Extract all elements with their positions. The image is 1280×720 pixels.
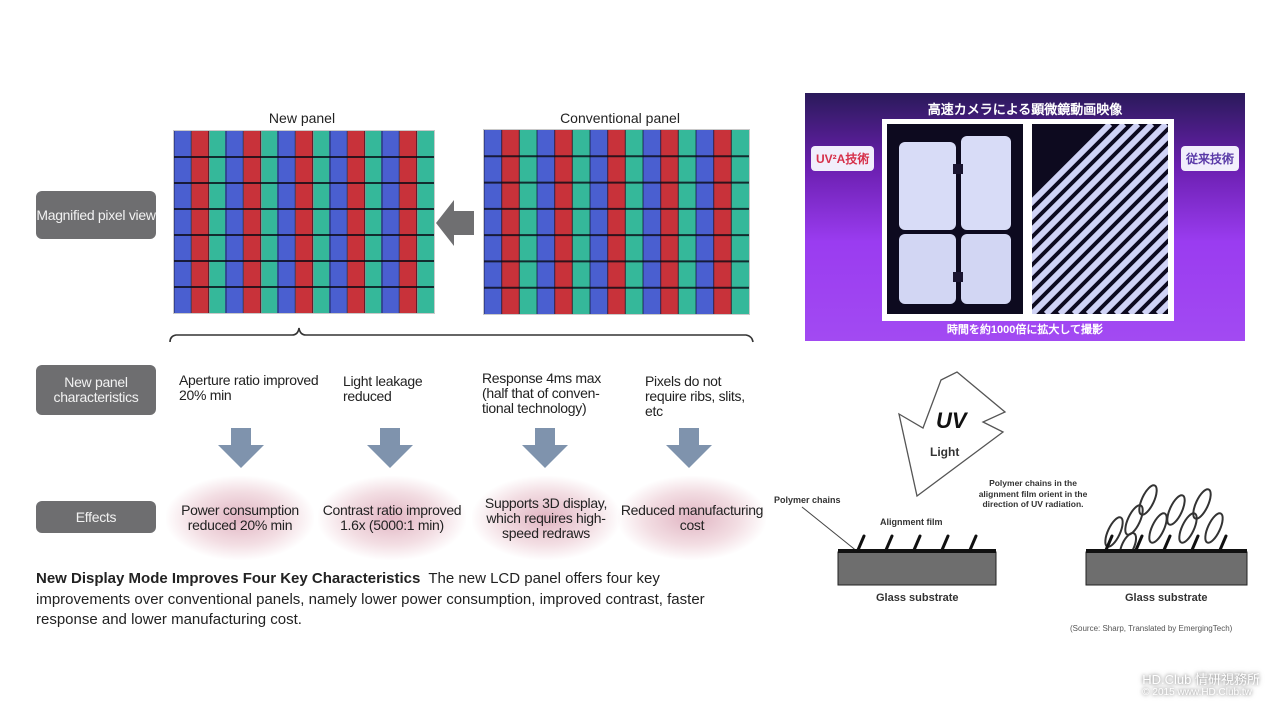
disclination-stripe	[1085, 229, 1168, 314]
subpixel-column	[696, 130, 715, 314]
alignment-film-label: Alignment film	[880, 517, 943, 527]
effect-3: Supports 3D display, which requires high…	[472, 476, 620, 560]
watermark: HD.Club 情研視務所 © 2015 www.HD.Club.tw	[1142, 673, 1260, 699]
subpixel-column	[572, 130, 591, 314]
conventional-pixel-image	[1032, 124, 1168, 314]
orient-note: Polymer chains in the alignment film ori…	[978, 478, 1088, 509]
disclination-stripe	[1032, 124, 1155, 249]
subpixel-column	[537, 130, 556, 314]
subpixel-column	[660, 130, 679, 314]
glass-substrate-right	[1085, 484, 1248, 586]
down-arrow-icon	[522, 428, 568, 468]
polymer-chains-pointer	[801, 506, 859, 553]
watermark-line2: © 2015 www.HD.Club.tw	[1142, 687, 1252, 698]
disclination-stripe	[1032, 124, 1127, 221]
subpixel-column	[277, 131, 296, 313]
watermark-line1: HD.Club 情研視務所	[1142, 672, 1260, 687]
uv-label: UV	[936, 408, 967, 433]
effect-2: Contrast ratio improved 1.6x (5000:1 min…	[318, 476, 466, 560]
left-arrow-icon	[436, 200, 474, 246]
down-arrow-icon	[666, 428, 712, 468]
subpixel-column	[713, 130, 732, 314]
down-arrow-icon	[367, 428, 413, 468]
subpixel-column	[484, 130, 503, 314]
tag-uv2a: UV²A技術	[811, 146, 875, 171]
disclination-stripe	[1127, 271, 1168, 314]
brace	[169, 327, 754, 343]
disclination-stripe	[1099, 243, 1168, 314]
disclination-stripe	[1032, 131, 1168, 277]
photo-subtitle: 時間を約1000倍に拡大して撮影	[946, 324, 1104, 336]
subpixel-column	[174, 131, 192, 313]
new-panel-pixel-image	[173, 130, 435, 314]
source-credit: (Source: Sharp, Translated by EmergingTe…	[1070, 624, 1233, 633]
disclination-stripe	[1043, 187, 1168, 314]
conventional-panel-pixel-image	[483, 129, 750, 315]
caption-body: The new LCD panel offers four key improv…	[36, 570, 705, 628]
disclination-stripe	[1113, 257, 1168, 314]
subpixel-column	[590, 130, 609, 314]
subpixel-column	[501, 130, 520, 314]
label-new-panel-characteristics: New panel characteristics	[36, 365, 156, 415]
subpixel-column	[731, 130, 749, 314]
disclination-stripe	[1032, 124, 1141, 235]
glass-substrate-right-label: Glass substrate	[1125, 592, 1208, 604]
conventional-panel-title: Conventional panel	[560, 110, 680, 126]
light-label: Light	[930, 445, 960, 459]
subpixel-column	[607, 130, 626, 314]
new-panel-title: New panel	[268, 110, 336, 126]
disclination-stripe	[1032, 159, 1168, 305]
characteristic-1: Aperture ratio improved 20% min	[179, 372, 319, 403]
subpixel-column	[261, 131, 280, 313]
glass-substrate-left	[837, 534, 997, 586]
subpixel-column	[329, 131, 348, 313]
subpixel-column	[381, 131, 400, 313]
subpixel-column	[191, 131, 210, 313]
uv-light-arrow-icon	[898, 371, 1007, 498]
disclination-stripe	[1032, 173, 1168, 314]
subpixel-column	[243, 131, 262, 313]
disclination-stripe	[1071, 215, 1168, 314]
characteristic-2: Light leakage reduced	[343, 373, 423, 404]
subpixel-column	[678, 130, 697, 314]
subpixel-column	[643, 130, 662, 314]
label-magnified-pixel-view: Magnified pixel view	[36, 191, 156, 239]
figure-caption: New Display Mode Improves Four Key Chara…	[36, 569, 756, 631]
subpixel-column	[365, 131, 384, 313]
effect-1: Power consumption reduced 20% min	[166, 476, 314, 560]
disclination-stripe	[1057, 201, 1168, 314]
subpixel-column	[313, 131, 332, 313]
subpixel-column	[295, 131, 314, 313]
polymer-chains-label: Polymer chains	[774, 495, 841, 505]
glass-substrate-left-label: Glass substrate	[876, 592, 959, 604]
subpixel-column	[399, 131, 418, 313]
subpixel-column	[209, 131, 228, 313]
uv2a-pixel-image	[887, 124, 1023, 314]
disclination-stripe	[1032, 124, 1113, 207]
caption-title: New Display Mode Improves Four Key Chara…	[36, 570, 421, 587]
characteristic-3: Response 4ms max (half that of conven- t…	[482, 370, 601, 416]
disclination-stripe	[1032, 145, 1168, 291]
subpixel-column	[554, 130, 573, 314]
subpixel-column	[347, 131, 366, 313]
subpixel-column	[417, 131, 434, 313]
effect-4: Reduced manufacturing cost	[618, 476, 766, 560]
down-arrow-icon	[218, 428, 264, 468]
disclination-stripe	[1032, 124, 1168, 263]
photo-title: 高速カメラによる顕微鏡動画映像	[927, 102, 1123, 117]
subpixel-column	[625, 130, 644, 314]
label-effects: Effects	[36, 501, 156, 533]
tag-conventional: 従来技術	[1180, 146, 1239, 171]
photo-frame	[882, 119, 1174, 321]
subpixel-column	[519, 130, 538, 314]
microscope-photo: 高速カメラによる顕微鏡動画映像 UV²A技術 従来技術 時間を約1000倍に拡大…	[805, 93, 1245, 341]
subpixel-column	[225, 131, 244, 313]
characteristic-4: Pixels do not require ribs, slits, etc	[645, 373, 745, 419]
